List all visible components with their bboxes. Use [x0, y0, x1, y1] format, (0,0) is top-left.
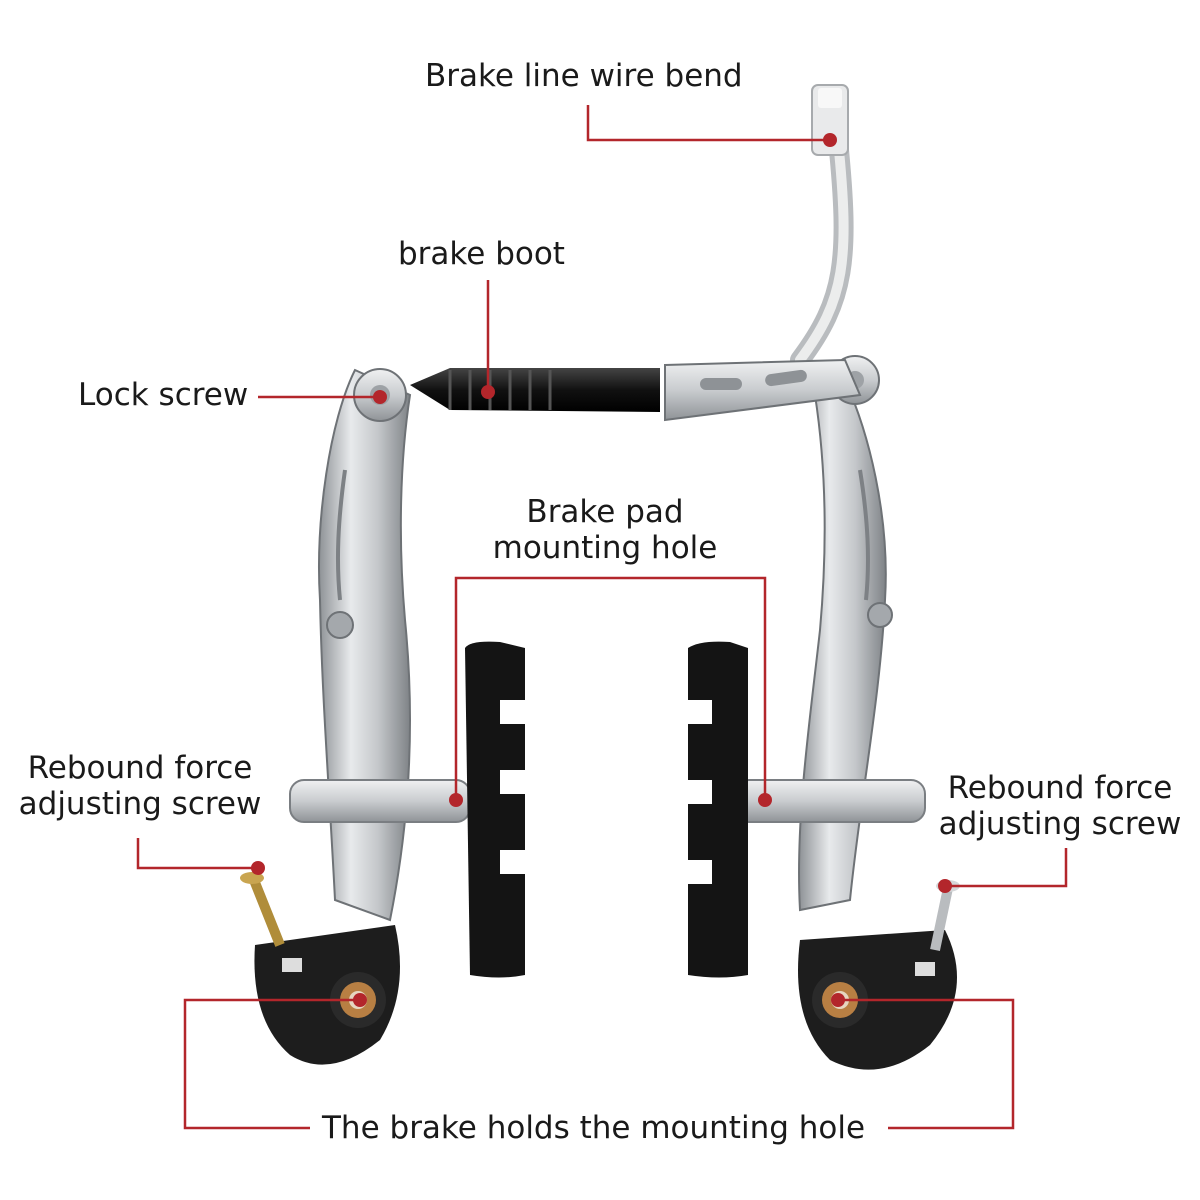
dot-wire-bend: [823, 133, 837, 147]
label-brake-pad-mounting-hole: Brake pad mounting hole: [480, 494, 730, 566]
callout-rebound-right: [945, 848, 1068, 888]
noodle-tube: [790, 84, 854, 370]
dot-right-pad-hole: [758, 793, 772, 807]
label-rebound-right-line1: Rebound force: [947, 770, 1173, 806]
left-rebound-screw: [240, 872, 285, 947]
left-brake-pad: [465, 641, 528, 978]
label-lock-screw: Lock screw: [78, 377, 249, 413]
callout-left-pad-hole: [454, 576, 767, 800]
label-brake-pad-line2: mounting hole: [492, 530, 718, 566]
callout-mounting-hole-right: [838, 998, 1015, 1130]
label-rebound-force-left: Rebound force adjusting screw: [10, 750, 270, 822]
dot-mounting-right: [831, 993, 845, 1007]
right-brake-pad: [684, 641, 748, 978]
label-rebound-left-line1: Rebound force: [27, 750, 253, 786]
label-rebound-left-line2: adjusting screw: [18, 786, 262, 822]
label-rebound-right-line2: adjusting screw: [938, 806, 1182, 842]
left-pad-post: [289, 779, 471, 823]
label-brake-boot: brake boot: [398, 236, 565, 272]
callout-rebound-left: [136, 838, 258, 870]
callout-dots: [251, 133, 952, 1007]
callout-brake-line-wire-bend: [586, 105, 830, 142]
left-brake-arm: [318, 368, 412, 922]
label-mounting-hole: The brake holds the mounting hole: [322, 1110, 866, 1146]
dot-mounting-left: [353, 993, 367, 1007]
brake-boot: [410, 368, 660, 412]
label-rebound-force-right: Rebound force adjusting screw: [930, 770, 1190, 842]
dot-rebound-right: [938, 879, 952, 893]
dot-rebound-left: [251, 861, 265, 875]
label-brake-pad-line1: Brake pad: [526, 494, 684, 530]
callout-lines: [136, 105, 1068, 1130]
dot-brake-boot: [481, 385, 495, 399]
label-brake-line-wire-bend: Brake line wire bend: [425, 58, 743, 94]
callout-mounting-hole: [183, 998, 360, 1130]
right-brake-arm: [798, 355, 893, 912]
dot-left-pad-hole: [449, 793, 463, 807]
cable-lead-bridge: [664, 358, 862, 422]
dot-lock-screw: [373, 390, 387, 404]
